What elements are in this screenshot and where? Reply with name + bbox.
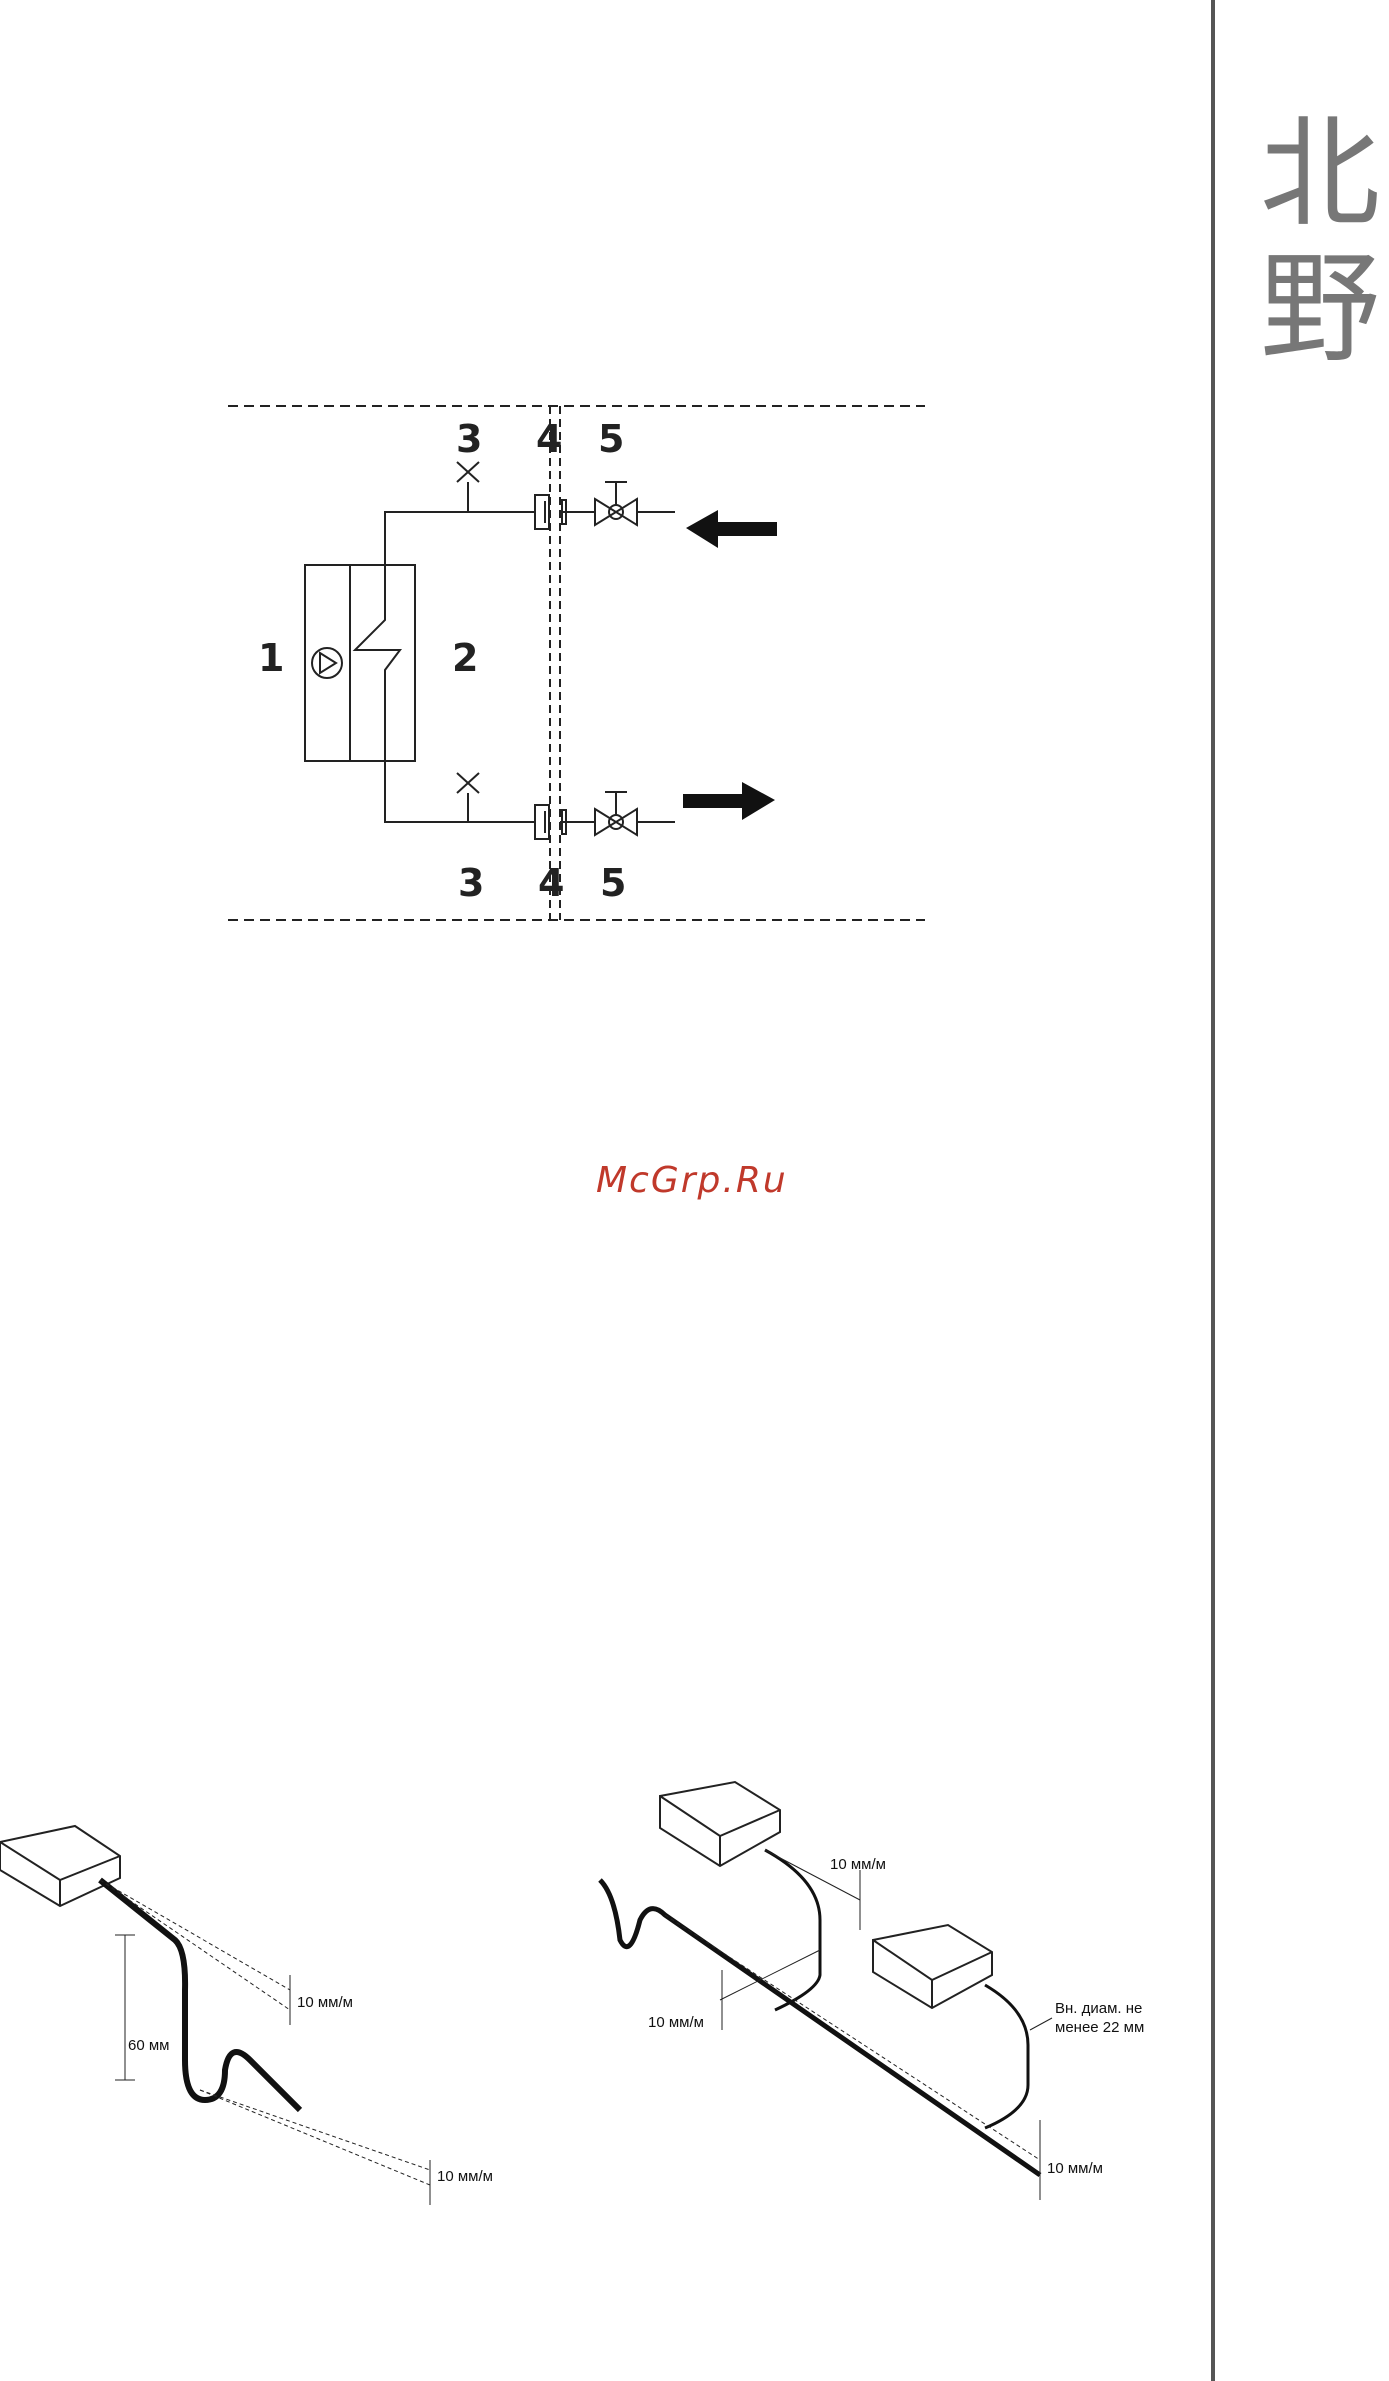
drain-right-slope-end: 10 мм/м [1047,2160,1103,2177]
label-valve-bottom: 5 [600,861,626,905]
drain-right-slope-unit1: 10 мм/м [830,1856,886,1873]
drain-right-slope-left: 10 мм/м [648,2014,704,2031]
pipe-top [385,512,535,565]
drain-right-branch-2 [985,1985,1028,2128]
drain-diagram-left [0,1826,430,2205]
union-top [535,495,549,529]
drain-left-slope-top: 10 мм/м [297,1994,353,2011]
unit-block [305,565,415,761]
drain-right-diameter-line1: Вн. диам. не [1055,2000,1142,2017]
inflow-arrow [686,510,777,548]
drain-left-trap-height: 60 мм [128,2037,169,2054]
label-vent-bottom: 3 [458,861,484,905]
label-vent-top: 3 [456,417,482,461]
drain-diagram-right [600,1782,1052,2200]
label-union-top: 4 [536,417,562,461]
drain-left-pipe [100,1880,300,2110]
label-valve-top: 5 [598,417,624,461]
outflow-arrow [683,782,775,820]
union-bottom [535,805,549,839]
label-unit: 1 [258,636,284,680]
label-union-bottom: 4 [538,861,564,905]
drain-right-diameter-line2: менее 22 мм [1055,2019,1144,2036]
heat-exchanger-symbol [355,565,400,761]
label-exchanger: 2 [452,636,478,680]
drain-left-slope-bottom: 10 мм/м [437,2168,493,2185]
